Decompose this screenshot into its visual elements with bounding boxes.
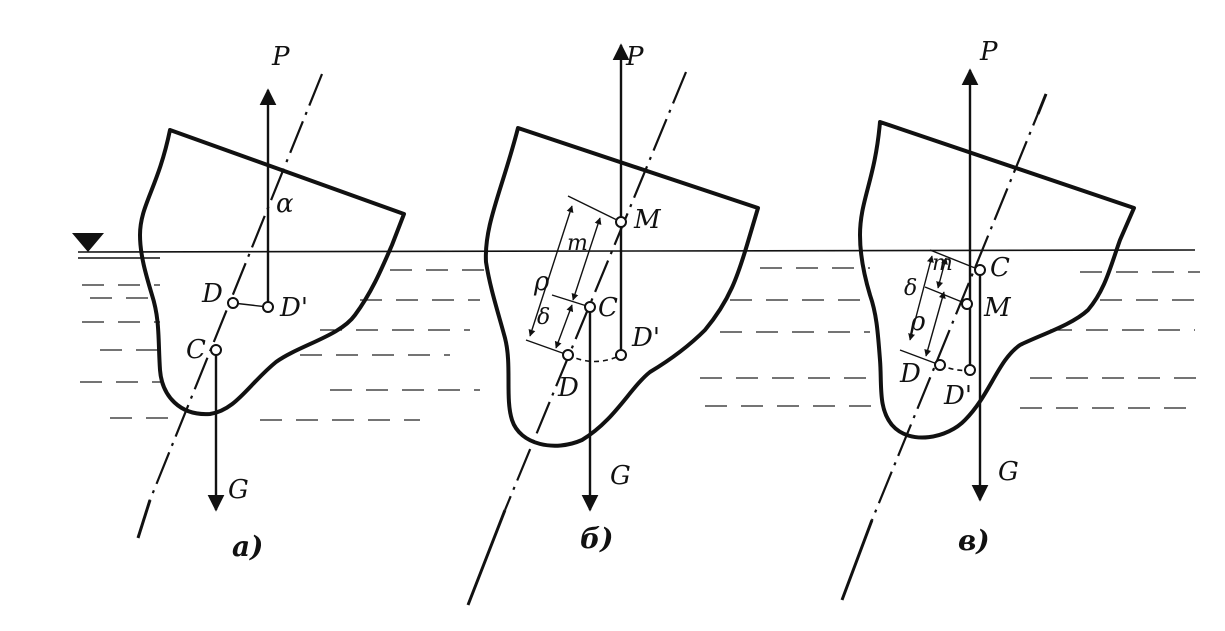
point-c-c	[974, 264, 986, 276]
free-surface-line	[77, 249, 1196, 253]
label-g-b: G	[610, 461, 631, 491]
label-c-b: C	[598, 293, 618, 323]
label-dprime-c: D'	[943, 381, 972, 411]
label-dim-m-c: m	[932, 251, 953, 276]
dim-rho-c	[924, 291, 946, 357]
label-d-c: D	[899, 359, 921, 389]
caption-a: a)	[232, 530, 263, 563]
figure-b: P M m ρ δ C D' D G б)	[466, 42, 760, 606]
symmetry-axis-c-head	[1036, 93, 1048, 115]
dim-rho-b	[528, 205, 574, 337]
dim-ext-top-b	[567, 195, 622, 223]
symmetry-axis-b-tail	[466, 509, 507, 606]
label-m-point-c: M	[983, 293, 1012, 323]
dim-ext-bot-b	[525, 339, 569, 356]
point-d-c	[934, 359, 946, 371]
caption-c: в)	[958, 524, 990, 557]
point-d-a	[227, 297, 239, 309]
dim-m-c	[936, 257, 948, 289]
label-c-c: C	[990, 253, 1010, 283]
symmetry-axis-c	[870, 93, 1048, 521]
point-c-b	[584, 301, 596, 313]
label-alpha-a: α	[276, 189, 294, 219]
dim-delta-c	[908, 255, 934, 341]
label-delta-c: δ	[904, 276, 917, 301]
point-dprime-c	[964, 364, 976, 376]
hull-outline-c	[858, 120, 1136, 440]
point-m-c	[961, 298, 973, 310]
figure-c: P m C δ M ρ D D' G в)	[840, 37, 1136, 601]
label-p-b: P	[625, 42, 644, 72]
label-rho-c: ρ	[909, 307, 926, 337]
water	[72, 233, 1205, 421]
dim-ext-bot-c	[899, 349, 941, 366]
label-g-a: G	[228, 475, 249, 505]
label-dprime-b: D'	[631, 323, 660, 353]
dim-ext-top-c	[929, 249, 981, 271]
dim-m-b	[571, 217, 602, 301]
label-dim-m-b: m	[567, 231, 588, 256]
point-dprime-b	[615, 349, 627, 361]
water-hatching	[80, 267, 1205, 421]
figure-a: P α D D' C G a)	[136, 42, 406, 563]
label-rho-b: ρ	[533, 267, 550, 297]
label-delta-b: δ	[537, 305, 550, 330]
center-shift-arc-b	[567, 354, 622, 363]
symmetry-axis-a-tail	[136, 499, 152, 539]
caption-b: б)	[580, 522, 613, 555]
water-level-triangle-icon	[72, 233, 104, 252]
hull-outline-b	[483, 126, 760, 448]
point-dprime-a	[262, 301, 274, 313]
label-d-a: D	[201, 279, 223, 309]
symmetry-axis-b	[503, 71, 688, 511]
point-d-b	[562, 349, 574, 361]
label-d-b: D	[557, 373, 579, 403]
label-p-a: P	[271, 42, 290, 72]
label-dprime-a: D'	[279, 293, 308, 323]
label-g-c: G	[998, 457, 1019, 487]
label-p-c: P	[979, 37, 998, 67]
label-m-point-b: M	[633, 205, 662, 235]
label-c-a: C	[186, 335, 206, 365]
symmetry-axis-c-tail	[840, 519, 874, 601]
point-c-a	[210, 344, 222, 356]
hull-outline-a	[138, 128, 406, 417]
symmetry-axis-a	[148, 73, 324, 501]
dim-ext-mid-c	[924, 286, 968, 305]
dim-delta-b	[554, 304, 574, 349]
point-m-b	[615, 216, 627, 228]
